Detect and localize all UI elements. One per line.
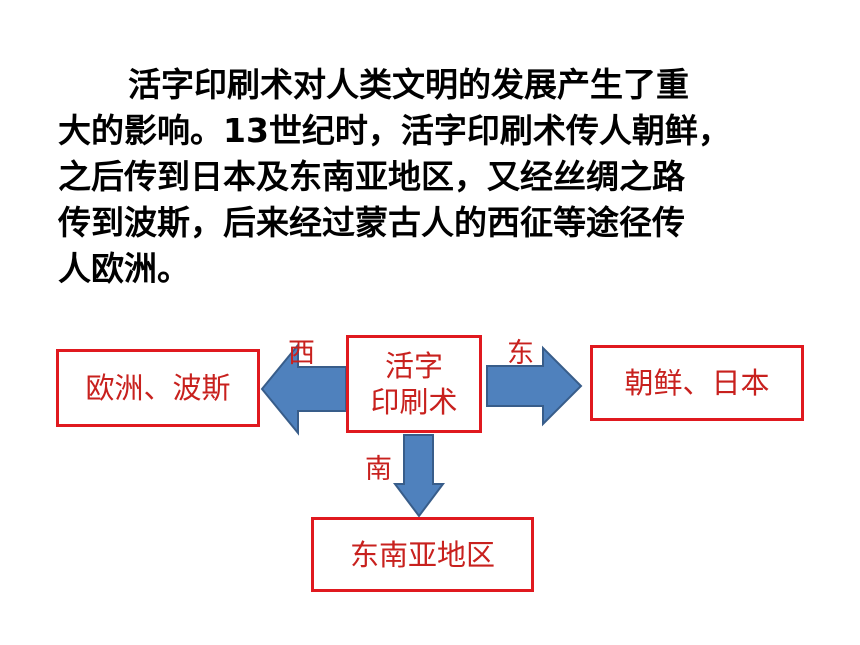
paragraph-line-2: 大的影响。13世纪时，活字印刷术传人朝鲜， xyxy=(58,111,731,150)
south-direction-label: 南 xyxy=(365,454,392,485)
south-arrow xyxy=(393,434,445,518)
paragraph-line-1-text: 活字印刷术对人类文明的发展产生了重 xyxy=(128,65,689,104)
west-destination-text: 欧洲、波斯 xyxy=(85,371,231,405)
paragraph-line-5: 人欧洲。 xyxy=(58,249,190,288)
center-box-movable-type: 活字 印刷术 xyxy=(346,335,482,433)
south-destination-text: 东南亚地区 xyxy=(349,537,495,572)
center-box-line-2: 印刷术 xyxy=(370,385,458,419)
east-direction-label: 东 xyxy=(507,338,534,369)
east-destination-box: 朝鲜、日本 xyxy=(590,345,804,421)
west-destination-box: 欧洲、波斯 xyxy=(56,349,260,427)
east-destination-text: 朝鲜、日本 xyxy=(624,366,770,400)
paragraph-line-1: 活字印刷术对人类文明的发展产生了重 xyxy=(58,62,818,108)
south-destination-box: 东南亚地区 xyxy=(311,517,534,592)
intro-paragraph: 活字印刷术对人类文明的发展产生了重 大的影响。13世纪时，活字印刷术传人朝鲜， … xyxy=(58,62,818,292)
west-arrow xyxy=(260,342,347,436)
paragraph-line-4: 传到波斯，后来经过蒙古人的西征等途径传 xyxy=(58,203,685,242)
west-direction-label: 西 xyxy=(288,338,315,369)
paragraph-line-3: 之后传到日本及东南亚地区，又经丝绸之路 xyxy=(58,157,685,196)
east-arrow xyxy=(486,345,583,427)
center-box-line-1: 活字 xyxy=(384,349,443,383)
